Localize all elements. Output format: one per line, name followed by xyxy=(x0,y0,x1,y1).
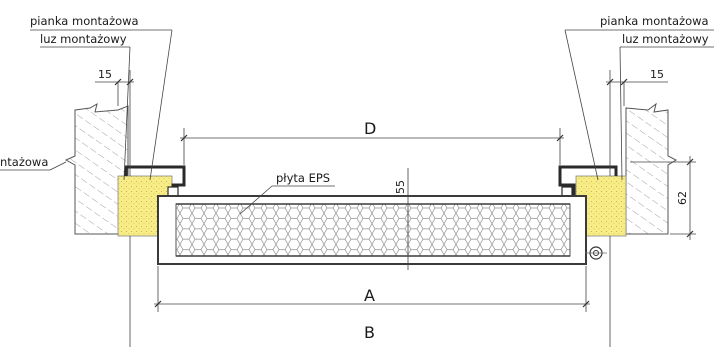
dimension-ticks xyxy=(114,78,694,308)
hinge-pin xyxy=(585,246,607,260)
dim-right-15: 15 xyxy=(650,68,664,81)
foam-left-label: pianka montażowa xyxy=(30,14,139,28)
gap-left-label: luz montażowy xyxy=(40,32,127,46)
door-leaf xyxy=(157,195,587,265)
dim-D: D xyxy=(364,119,376,138)
annotation-texts: pianka montażowa luz montażowy pianka mo… xyxy=(0,14,709,342)
dim-55: 55 xyxy=(394,180,407,194)
dim-left-15: 15 xyxy=(98,68,112,81)
eps-label: płyta EPS xyxy=(276,171,330,185)
edge-left-label: ntażowa xyxy=(0,155,48,169)
left-wall xyxy=(64,102,129,235)
gap-right-label: luz montażowy xyxy=(622,32,709,46)
dim-B: B xyxy=(364,323,375,342)
foam-right-label: pianka montażowa xyxy=(600,14,709,28)
dimension-lines xyxy=(95,70,696,347)
right-wall xyxy=(625,102,678,235)
leader-lines xyxy=(0,29,714,215)
dim-62: 62 xyxy=(676,191,689,205)
dim-A: A xyxy=(364,286,375,305)
